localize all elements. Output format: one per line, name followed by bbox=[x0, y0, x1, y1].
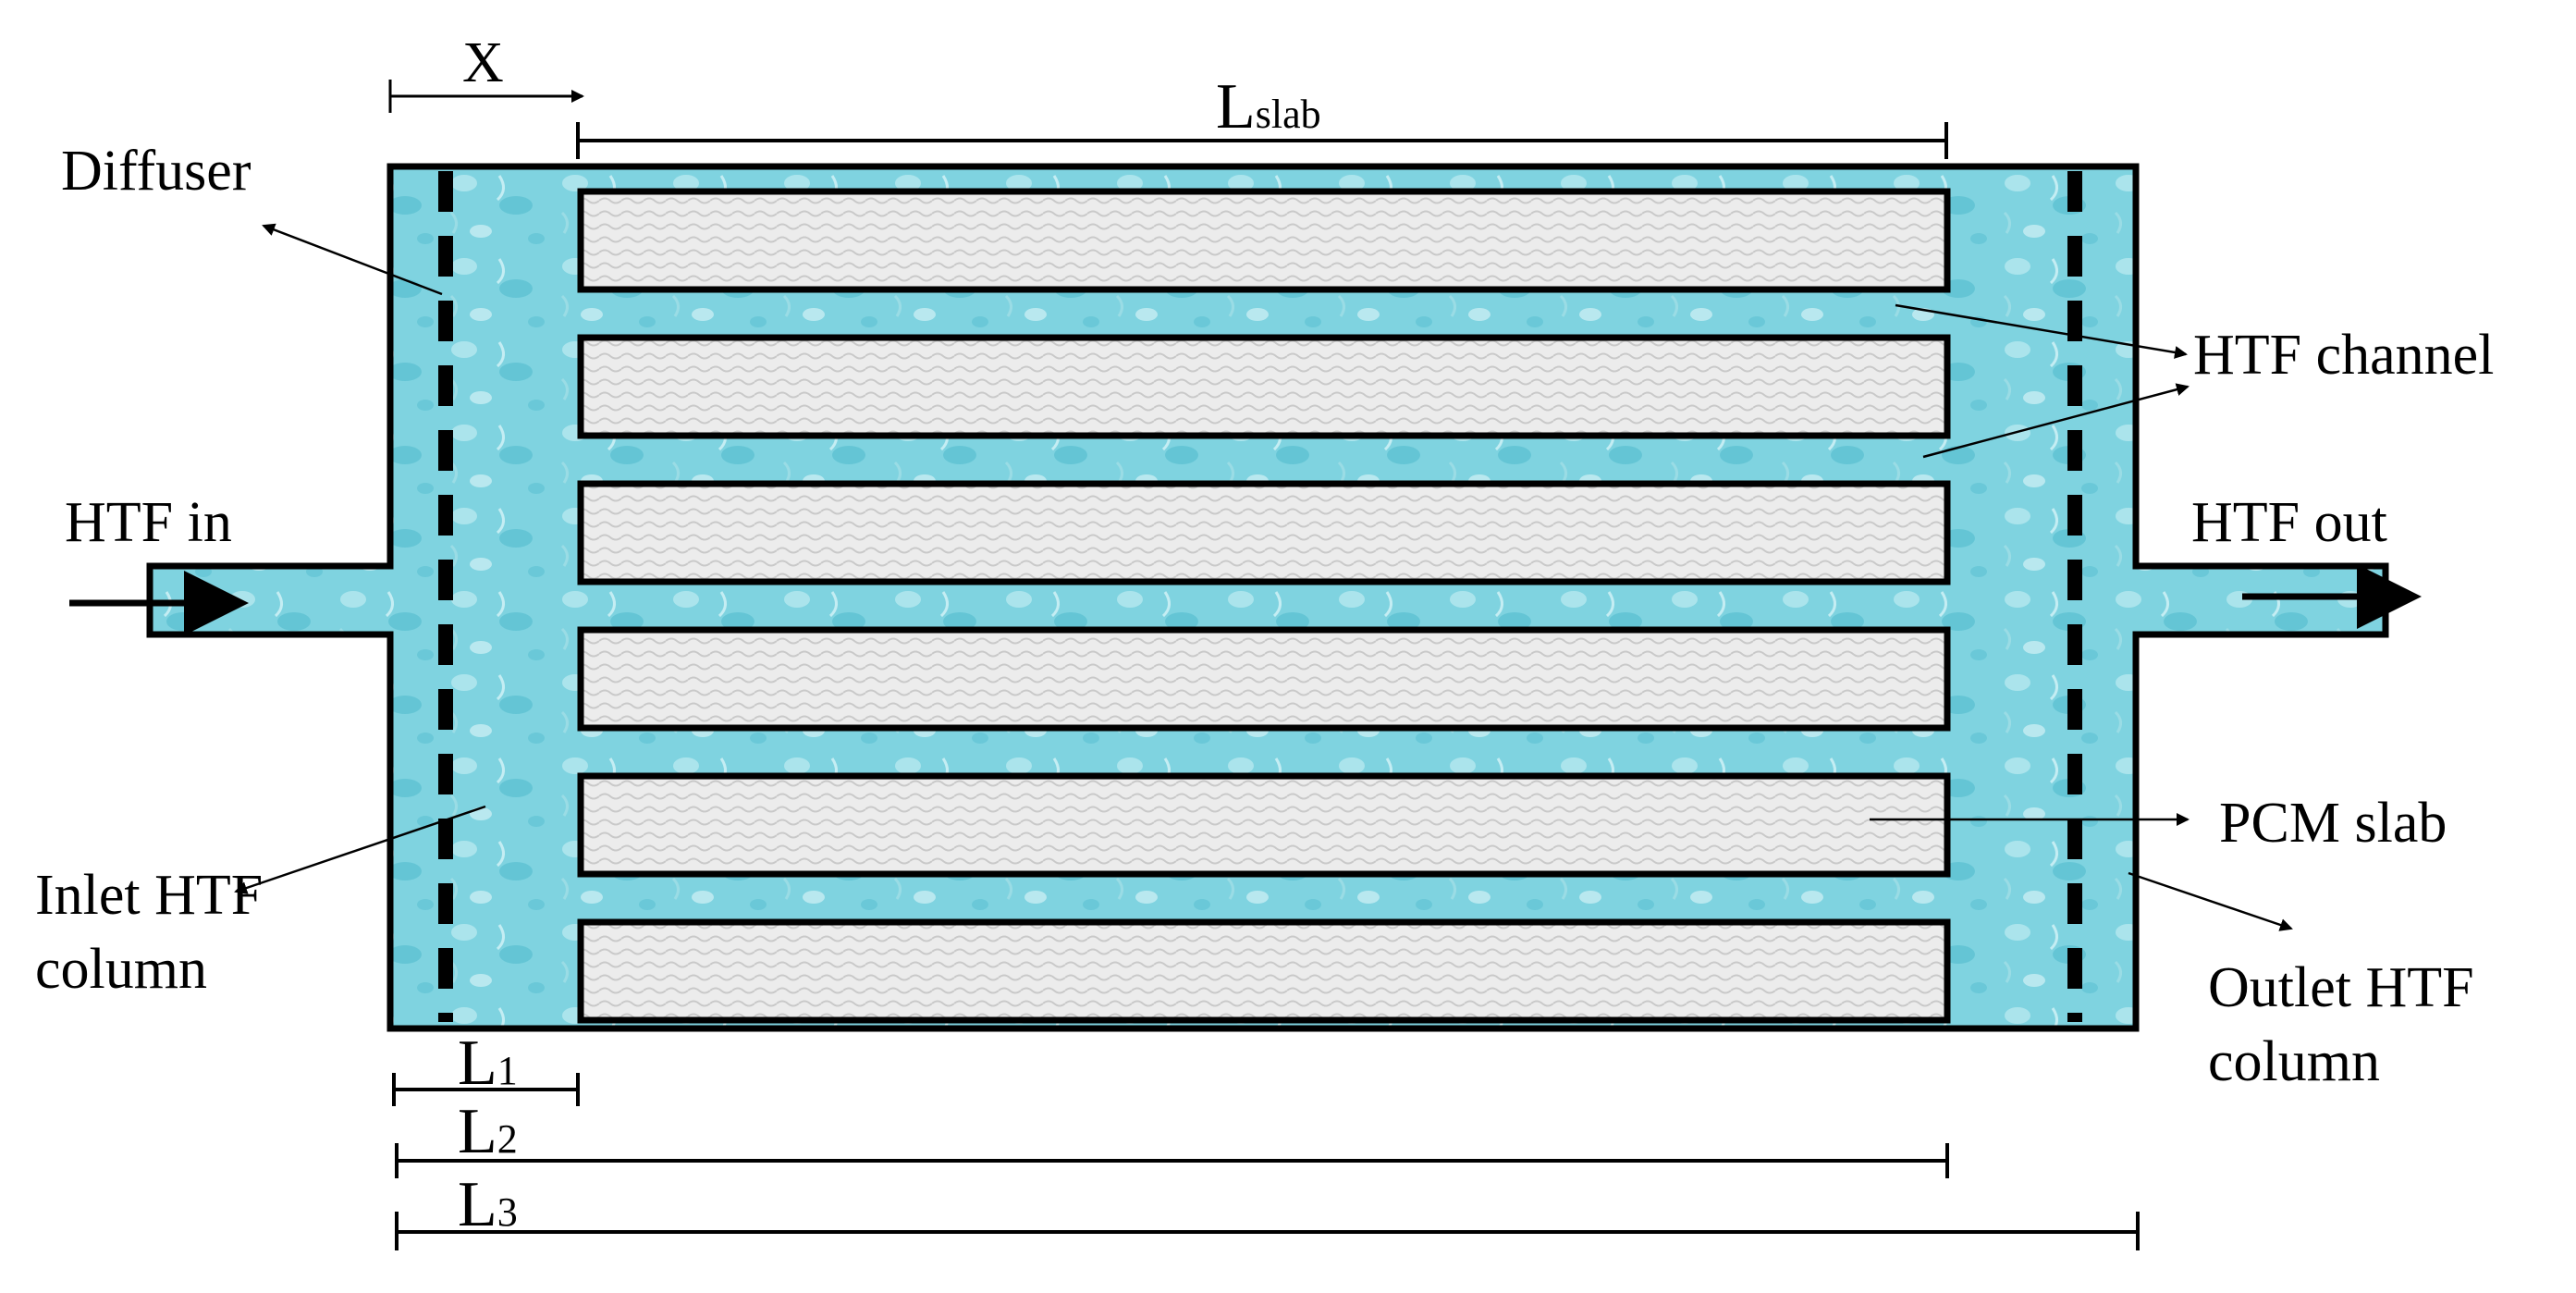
inlet-column-leader bbox=[234, 805, 486, 894]
pcm-slab-5 bbox=[577, 772, 1951, 878]
pcm-slabs-group bbox=[577, 188, 1951, 1024]
l2-main-text: L bbox=[458, 1096, 497, 1167]
lslab-label: Lslab bbox=[1216, 71, 1321, 142]
pcm-slab-4 bbox=[577, 626, 1951, 732]
l2-sub-text: 2 bbox=[497, 1116, 518, 1162]
l1-sub-text: 1 bbox=[497, 1048, 518, 1093]
htf-channel-leader-1 bbox=[1895, 303, 2188, 359]
l3-label: L3 bbox=[458, 1169, 518, 1240]
l2-label: L2 bbox=[458, 1096, 518, 1167]
pcm-slab-2 bbox=[577, 334, 1951, 439]
pcm-slab-3 bbox=[577, 480, 1951, 585]
x-label: X bbox=[462, 31, 504, 94]
diffuser-label: Diffuser bbox=[61, 140, 251, 203]
inlet-htf-column-label-line1: Inlet HTF bbox=[35, 864, 263, 927]
outlet-column-leader bbox=[2128, 871, 2293, 931]
l1-label: L1 bbox=[458, 1028, 518, 1099]
pcm-slab-6 bbox=[577, 918, 1951, 1024]
lslab-sub-text: slab bbox=[1256, 92, 1321, 137]
l3-sub-text: 3 bbox=[497, 1189, 518, 1235]
lslab-main-text: L bbox=[1216, 71, 1256, 142]
inlet-htf-column-label-line2: column bbox=[35, 938, 207, 1001]
htf-out-label: HTF out bbox=[2191, 491, 2387, 554]
exchanger-body bbox=[146, 163, 2389, 1032]
htf-channel-leader-2 bbox=[1922, 383, 2190, 459]
outlet-htf-column-label-line1: Outlet HTF bbox=[2208, 956, 2474, 1019]
l1-main-text: L bbox=[458, 1028, 497, 1099]
htf-channel-label: HTF channel bbox=[2193, 324, 2494, 387]
pcm-slab-label: PCM slab bbox=[2219, 792, 2447, 855]
l3-main-text: L bbox=[458, 1169, 497, 1240]
htf-in-label: HTF in bbox=[65, 491, 232, 554]
diffuser-leader bbox=[262, 223, 443, 296]
outlet-htf-column-label-line2: column bbox=[2208, 1030, 2380, 1093]
pcm-slab-1 bbox=[577, 188, 1951, 293]
